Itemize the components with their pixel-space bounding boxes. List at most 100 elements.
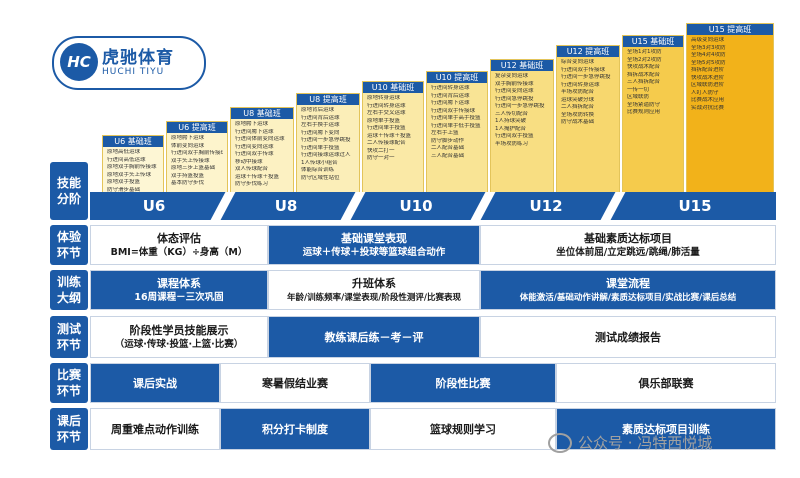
row-label-skill-levels: 技能分阶 [50, 162, 88, 220]
level-item: 快攻战术配合 [627, 64, 661, 70]
band-label-u6: U6 [142, 197, 166, 215]
row-label-text: 课后环节 [56, 414, 81, 444]
level-item: 防守区域性站位 [301, 174, 340, 181]
level-item: 行进间单手投篮 [367, 125, 406, 131]
level-item: 原地双手投篮 [107, 179, 141, 185]
level-item: 行进间双手传接球 [431, 107, 476, 114]
cell-rules-study: 篮球规则学习 [370, 408, 556, 450]
level-item: 双人传球配合 [235, 166, 269, 172]
level-card-u15-advanced: U15 提高班 高级变向运球 全场3对3攻防 全场4对4攻防 全场5对5攻防 挡… [686, 23, 774, 193]
level-item: 原地胯下运球 [235, 121, 269, 127]
cell-title: 阶段性比赛 [435, 376, 491, 390]
level-card-title: U10 提高班 [427, 72, 487, 83]
level-card-u15-basic: U15 基础班 全场1对1攻防 全场2对2攻防 快攻战术配合 挡拆战术配合 三人… [622, 35, 684, 193]
level-item: 二人配合基础 [431, 145, 465, 151]
cell-subtitle: （运球·传球·投篮·上篮·比赛） [114, 338, 244, 350]
level-item: 行进间双手投篮 [495, 133, 534, 139]
cell-subtitle: 16周课程－三次巩固 [134, 291, 224, 303]
logo-title-cn: 虎驰体育 [102, 48, 174, 68]
row-label-competition: 比赛环节 [50, 363, 88, 403]
band-label-u8: U8 [274, 197, 298, 215]
cell-title: 阶段性学员技能展示 [129, 323, 229, 337]
level-card-u10-basic: U10 基础班 原地转身运球 行进间转身运球 左右手交叉运球 原地单手投篮 行进… [362, 81, 424, 193]
level-card-u12-basic: U12 基础班 复杂变向运球 双手胸前传接球 行进间变向运球 行进间急停跳投 行… [490, 59, 554, 193]
level-item: 区域联防 [627, 94, 650, 100]
level-item: 比赛规则应用 [627, 109, 661, 115]
row-label-experience: 体验环节 [50, 225, 88, 265]
cell-test-report: 测试成绩报告 [480, 316, 776, 358]
row-label-text: 训练大纲 [56, 275, 81, 305]
level-item: 半场攻防练习 [495, 140, 529, 147]
level-item: 1人持球突破 [495, 118, 526, 124]
level-item: 全场5对5攻防 [691, 59, 726, 66]
row-label-testing: 测试环节 [50, 316, 88, 358]
level-item: 三人配合基础 [431, 152, 465, 159]
level-item: 基本防守步伐 [171, 180, 205, 186]
level-item: 比赛战术应用 [691, 97, 725, 103]
level-item: 高级变向运球 [691, 37, 725, 43]
level-item: 运球＋传球＋投篮 [235, 173, 280, 180]
cell-posture-assessment: 体态评估 BMI=体重（KG）÷身高（M） [90, 225, 268, 265]
level-item: 复杂变向运球 [495, 73, 529, 79]
level-item: 行进间高低运球 [107, 156, 146, 163]
level-item: 运球突破分球 [561, 96, 595, 103]
level-item: 左右手上篮 [431, 130, 459, 136]
level-card-u10-advanced: U10 提高班 行进间转身运球 行进间背后运球 行进间胯下运球 行进间双手传接球… [426, 71, 488, 193]
row-label-after-class: 课后环节 [50, 408, 88, 450]
level-item: 原地高低运球 [107, 149, 141, 155]
cell-stage-match: 阶段性比赛 [370, 363, 556, 403]
cell-title: 素质达标项目训练 [622, 422, 710, 436]
cell-holiday-graduation-match: 寒暑假结业赛 [220, 363, 370, 403]
level-item: 行进间变向运球 [495, 88, 534, 94]
cell-title: 积分打卡制度 [262, 422, 328, 436]
cell-subtitle: 体能激活/基础动作讲解/素质达标项目/实战比赛/课后总结 [519, 292, 737, 303]
level-item: 移动中接球 [235, 158, 263, 165]
cell-title: 体态评估 [157, 231, 201, 245]
row-label-text: 技能分阶 [56, 176, 81, 206]
cell-title: 课堂流程 [606, 276, 650, 290]
level-item: 三人传切配合 [495, 110, 529, 117]
level-card-title: U6 基础班 [103, 136, 163, 147]
cell-title: 测试成绩报告 [595, 330, 661, 344]
cell-club-league: 俱乐部联赛 [556, 363, 776, 403]
level-item: 挡拆战术配合 [627, 71, 661, 78]
level-card-u8-basic: U8 基础班 原地胯下运球 行进间胯下运球 行进间体前变向运球 行进间变向运球 … [230, 107, 294, 193]
level-item: 行进间急停跳投 [495, 95, 534, 102]
cell-after-class-match: 课后实战 [90, 363, 220, 403]
level-item: 防守步伐练习 [235, 181, 269, 187]
level-card-title: U8 提高班 [297, 94, 359, 105]
level-item: 半场攻防配合 [561, 89, 595, 95]
logo-title-en: HUCHI TIYU [102, 67, 165, 77]
level-item: 1人传球小组合 [301, 159, 338, 166]
level-item: 二人传接球配合 [367, 140, 406, 146]
cell-subtitle: 运球＋传球＋投球等篮球组合动作 [302, 246, 446, 258]
level-item: 原地三步上篮基础 [171, 165, 216, 171]
level-item: 行进间单手低手投篮 [431, 122, 481, 129]
cell-title: 基础素质达标项目 [584, 231, 672, 245]
level-item: 人盯人防守 [691, 89, 719, 96]
cell-subtitle: 年龄/训练频率/课堂表现/阶段性测评/比赛表现 [287, 292, 461, 303]
level-item: 原地背后运球 [301, 107, 335, 113]
level-item: 快攻二打一 [367, 147, 395, 154]
cell-title: 教练课后练－考－评 [324, 330, 424, 344]
level-item: 行进间变向运球 [235, 143, 274, 150]
row-label-text: 体验环节 [56, 230, 81, 260]
wechat-watermark: 公众号 · 冯特西悦城 [548, 432, 712, 453]
band-label-u10: U10 [399, 197, 433, 215]
level-item: 全场攻防转换 [561, 111, 595, 118]
level-item: 快攻战术进阶 [691, 74, 725, 81]
level-item: 运球＋传球＋投篮 [367, 132, 412, 139]
cell-title: 升班体系 [352, 276, 396, 290]
level-item: 体能综合训练 [301, 167, 335, 173]
level-card-u12-advanced: U12 提高班 综合变向运球 行进间双手传接球 行进间一步急停跳投 行进间转身运… [556, 45, 620, 193]
level-item: 体前变向运球 [171, 142, 205, 149]
level-item: 行进间胯下运球 [235, 128, 274, 135]
level-item: 行进间单手投篮 [301, 144, 340, 151]
level-item: 行进间胯下运球 [431, 100, 470, 106]
level-item: 区域联防进阶 [691, 82, 725, 88]
level-item: 双手持篮投篮 [171, 172, 205, 179]
cell-curriculum: 课程体系 16周课程－三次巩固 [90, 270, 268, 310]
cell-title: 课后实战 [133, 376, 177, 390]
level-item: 二人挡拆配合 [561, 104, 595, 110]
level-item: 全场4对4攻防 [691, 52, 726, 58]
